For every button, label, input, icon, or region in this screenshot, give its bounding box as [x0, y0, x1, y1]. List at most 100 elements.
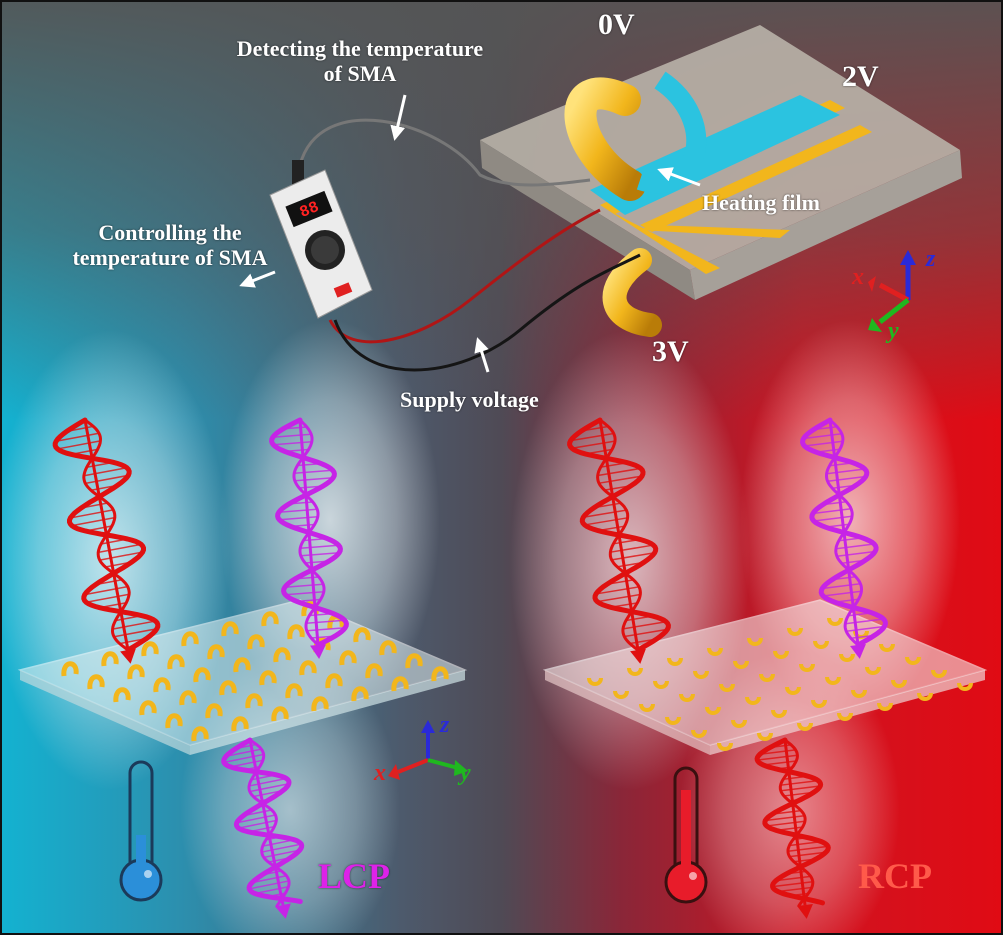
axis-x-label-board: x: [852, 264, 864, 290]
thermometer-cold-icon: [119, 760, 163, 902]
hot-sma-unit: [877, 702, 893, 711]
heater-board: [480, 25, 962, 300]
cold-sma-unit: [431, 666, 449, 682]
temperature-controller-icon: [269, 160, 373, 319]
hot-sma-unit: [905, 656, 921, 665]
circular-polarized-waves: [52, 417, 888, 919]
hot-sma-unit: [639, 703, 655, 712]
hot-sma-unit: [705, 706, 721, 715]
cables: [298, 118, 641, 372]
hot-sma-unit: [891, 679, 907, 688]
controller-display: 88: [297, 198, 322, 222]
hot-sma-unit: [679, 693, 695, 702]
cold-sma-unit: [101, 651, 119, 667]
axis-z-label-surface: z: [440, 712, 450, 738]
cold-sma-unit: [165, 713, 183, 729]
hot-sma-unit: [827, 617, 843, 626]
hot-sma-unit: [917, 692, 933, 701]
hot-sma-unit: [773, 650, 789, 659]
axis-z-label-board: z: [926, 246, 936, 272]
cold-sma-unit: [325, 673, 343, 689]
coordinate-axes-icon: [388, 250, 916, 780]
hot-sma-unit: [957, 682, 973, 691]
hot-sma-unit: [837, 712, 853, 721]
cold-sma-unit: [365, 663, 383, 679]
hot-sma-unit: [693, 670, 709, 679]
cold-sma-unit: [311, 696, 329, 712]
label-0v: 0V: [598, 8, 635, 41]
cold-sma-unit: [61, 661, 79, 677]
hot-sma-unit: [667, 657, 683, 666]
cold-sma-unit: [231, 716, 249, 732]
cold-sma-unit: [205, 703, 223, 719]
cold-sma-unit: [405, 653, 423, 669]
thermometer-hot-icon: [664, 766, 708, 904]
incident-wave-magenta-hot: [800, 417, 888, 659]
cold-sma-unit: [261, 611, 279, 627]
hot-sma-unit: [771, 709, 787, 718]
cold-sma-unit: [113, 687, 131, 703]
cold-sma-unit: [245, 693, 263, 709]
axis-y-label-board: y: [888, 318, 899, 344]
hot-sma-unit: [931, 669, 947, 678]
hot-sma-unit: [811, 699, 827, 708]
cold-sma-unit: [181, 631, 199, 647]
incident-wave-red-cold: [52, 417, 161, 664]
hot-sma-unit: [731, 719, 747, 728]
cold-sma-unit: [247, 634, 265, 650]
cold-sma-unit: [379, 640, 397, 656]
hot-sma-unit: [785, 686, 801, 695]
incident-wave-magenta-cold: [269, 417, 349, 659]
cold-sma-unit: [191, 726, 209, 742]
axis-x-label-surface: x: [374, 760, 386, 786]
cold-sma-unit: [271, 706, 289, 722]
cold-sma-unit: [287, 624, 305, 640]
cold-sma-unit: [179, 690, 197, 706]
cold-sma-unit: [233, 657, 251, 673]
cold-sma-unit: [353, 627, 371, 643]
sma-unit-array: [61, 601, 973, 751]
label-lcp: LCP: [318, 856, 390, 896]
axis-y-label-surface: y: [460, 760, 471, 786]
hot-sma-unit: [787, 627, 803, 636]
hot-sma-unit: [691, 729, 707, 738]
cold-sma-unit: [273, 647, 291, 663]
label-heating-film: Heating film: [702, 190, 820, 215]
label-controlling-temperature: Controlling the temperature of SMA: [72, 220, 268, 270]
hot-sma-unit: [587, 677, 603, 686]
hot-sma-unit: [747, 637, 763, 646]
transmitted-wave-rcp: [754, 737, 831, 919]
cold-sma-unit: [221, 621, 239, 637]
cold-sma-unit: [153, 677, 171, 693]
cold-sma-unit: [127, 664, 145, 680]
transmitted-wave-lcp: [221, 737, 305, 919]
cold-sma-unit: [351, 686, 369, 702]
hot-sma-unit: [825, 676, 841, 685]
cold-sma-unit: [339, 650, 357, 666]
cold-sma-unit: [141, 641, 159, 657]
label-supply-voltage: Supply voltage: [400, 387, 539, 412]
hot-sma-unit: [797, 722, 813, 731]
hot-sma-unit: [813, 640, 829, 649]
hot-sma-unit: [627, 667, 643, 676]
pointer-arrows: [239, 94, 701, 373]
hot-sma-unit: [719, 683, 735, 692]
cold-sma-unit: [259, 670, 277, 686]
hot-sma-unit: [851, 689, 867, 698]
hot-sma-unit: [717, 742, 733, 751]
cold-sma-unit: [87, 674, 105, 690]
cold-sma-unit: [207, 644, 225, 660]
cold-sma-unit: [285, 683, 303, 699]
label-rcp: RCP: [858, 856, 932, 896]
sma-loop: [564, 71, 707, 337]
hot-sma-unit: [733, 660, 749, 669]
label-3v: 3V: [652, 335, 689, 368]
cold-sma-unit: [299, 660, 317, 676]
cold-sma-unit: [193, 667, 211, 683]
hot-sma-unit: [759, 673, 775, 682]
hot-sma-unit: [707, 647, 723, 656]
label-detecting-temperature: Detecting the temperature of SMA: [236, 36, 484, 86]
hot-sma-unit: [799, 663, 815, 672]
cold-sma-unit: [139, 700, 157, 716]
